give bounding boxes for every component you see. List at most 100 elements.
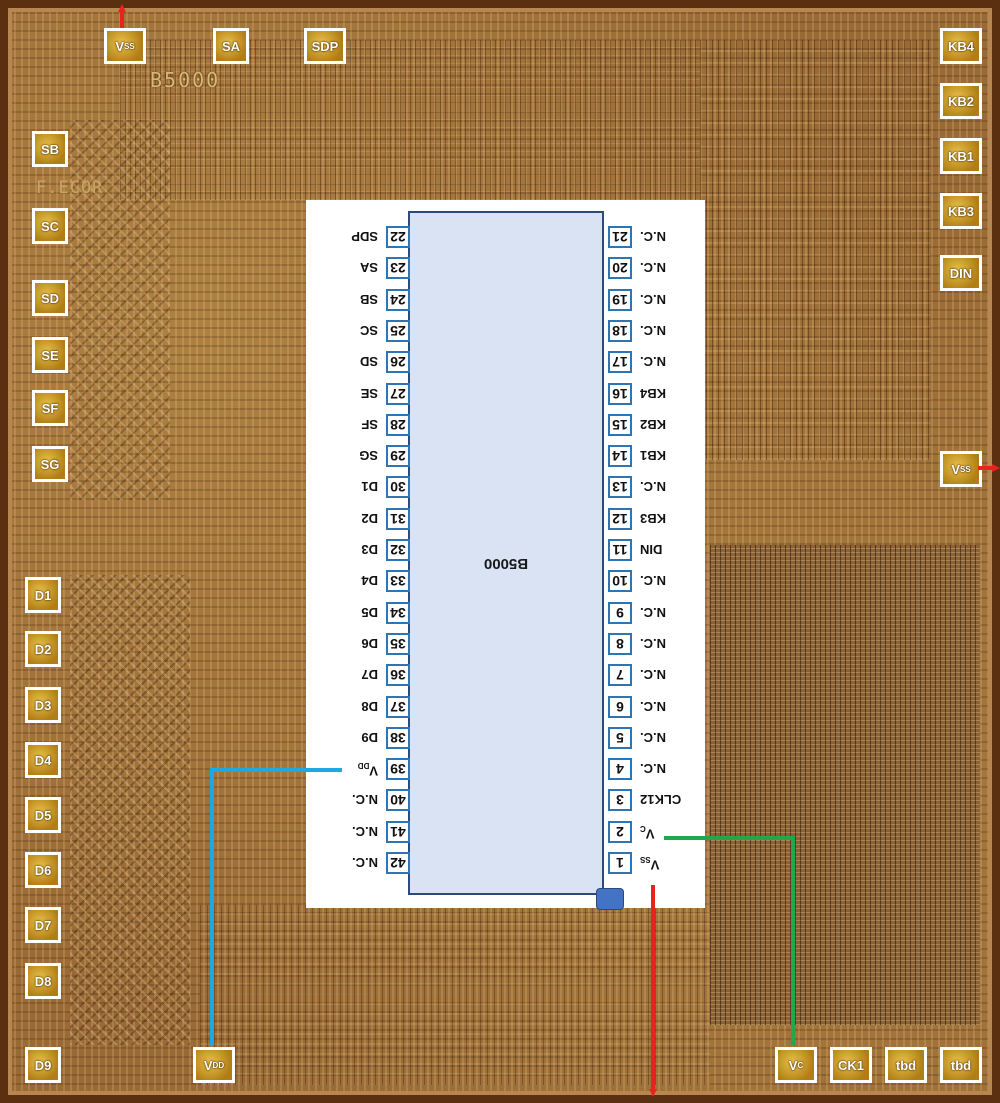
bond-pad-ck1: CK1 [830,1047,872,1083]
pin-name-text: N.C. [640,322,666,338]
bond-pad-subscript: SS [960,464,971,474]
bond-pad-d5: D5 [25,797,61,833]
bond-pad-label: KB3 [947,203,974,219]
bond-pad-label: D4 [34,752,52,768]
pin-name-text: N.C. [352,823,378,839]
pin1-notch [596,888,624,910]
bond-pad-label: SB [40,141,60,157]
pin-name-8: N.C. [640,636,694,651]
pin-name-10: N.C. [640,573,694,588]
bond-pad-label: V [203,1057,213,1073]
bond-pad-sd: SD [32,280,68,316]
bond-pad-label: DIN [949,265,973,281]
pin-name-subscript: SS [640,855,651,864]
pin-name-text: SA [359,260,378,276]
pin-name-29: SG [314,448,378,463]
pin-name-text: D9 [361,729,378,745]
bond-pad-label: SA [221,38,241,54]
pin-name-21: N.C. [640,229,694,244]
pin-number-21: 21 [608,226,632,248]
bond-pad-label: D2 [34,641,52,657]
bond-pad-label: V [951,461,960,477]
ic-package: B5000 [408,211,624,910]
bond-pad-d7: D7 [25,907,61,943]
pin-name-20: N.C. [640,260,694,275]
pin-name-text: KB2 [640,416,667,432]
pin-name-text: D3 [361,542,378,557]
pin-number-34: 34 [386,601,410,624]
bond-pad-kb2: KB2 [940,83,982,119]
pin-name-text: N.C. [640,229,666,244]
pin-name-text: D4 [361,573,378,589]
pin-name-6: N.C. [640,699,694,714]
bond-pad-subscript: DD [212,1060,225,1070]
pin-name-9: N.C. [640,605,694,620]
bond-pad-subscript: C [797,1060,804,1070]
pin-name-text: N.C. [640,260,666,276]
pin-number-41: 41 [386,820,410,843]
pin-name-text: SD [359,354,378,370]
pin-number-33: 33 [386,570,410,593]
pin-number-5: 5 [608,726,632,749]
pin-name-text: D1 [361,479,378,495]
bond-pad-subscript: SS [124,41,135,51]
pin-name-41: N.C. [314,824,378,839]
pin-name-text: V [645,826,655,842]
pin-number-7: 7 [608,664,632,687]
pin-name-text: D5 [361,604,378,620]
pin-number-11: 11 [608,539,632,561]
pin-number-38: 38 [386,726,410,749]
bond-pad-d8: D8 [25,963,61,999]
bond-pad-din: DIN [940,255,982,291]
pin-name-13: N.C. [640,479,694,494]
pin-name-text: KB1 [640,448,667,464]
pin-name-12: KB3 [640,511,694,526]
pin-name-subscript: DD [357,761,370,771]
pin-number-4: 4 [608,758,632,781]
bond-pad-d9: D9 [25,1047,61,1083]
pin-number-27: 27 [386,382,410,405]
pin-number-17: 17 [608,351,632,374]
pin-number-42: 42 [386,852,410,874]
pin-number-20: 20 [608,257,632,280]
bond-pad-kb1: KB1 [940,138,982,174]
pin-name-text: SE [360,385,378,401]
bond-pad-d3: D3 [25,687,61,723]
bond-pad-label: D3 [34,697,52,713]
bond-pad-label: D6 [34,862,52,878]
pin-number-36: 36 [386,664,410,687]
pin-name-text: V [650,857,660,873]
bond-pad-sf: SF [32,390,68,426]
pin-name-11: DIN [640,542,694,557]
pin-number-23: 23 [386,257,410,280]
pin-name-33: D4 [314,573,378,588]
pin-name-28: SF [314,417,378,432]
pin-name-37: D8 [314,699,378,714]
pin-name-19: N.C. [640,292,694,307]
bond-pad-label: tbd [950,1057,972,1073]
die-marking-secondary: F.ECOR [36,178,104,198]
pin-name-2: VC [640,824,694,842]
pin-name-text: N.C. [640,604,666,620]
pin-name-text: SF [361,416,378,432]
pin-name-1: VSS [640,855,694,873]
pin-number-19: 19 [608,288,632,311]
bond-pad-label: SD [40,290,60,306]
top-interconnect-region [120,40,700,200]
pin-number-2: 2 [608,820,632,843]
pin-name-text: D2 [361,510,378,526]
pin-number-24: 24 [386,288,410,311]
bond-pad-sg: SG [32,446,68,482]
pin-name-25: SC [314,323,378,338]
pin-name-38: D9 [314,730,378,745]
pin-number-35: 35 [386,632,410,655]
pin-number-13: 13 [608,476,632,499]
pin-name-text: CLK12 [640,792,682,808]
pin-name-text: SC [359,322,378,338]
pin-name-text: N.C. [640,479,666,495]
bond-pad-sa: SA [213,28,249,64]
pin-name-text: N.C. [352,792,378,808]
pin-name-27: SE [314,386,378,401]
